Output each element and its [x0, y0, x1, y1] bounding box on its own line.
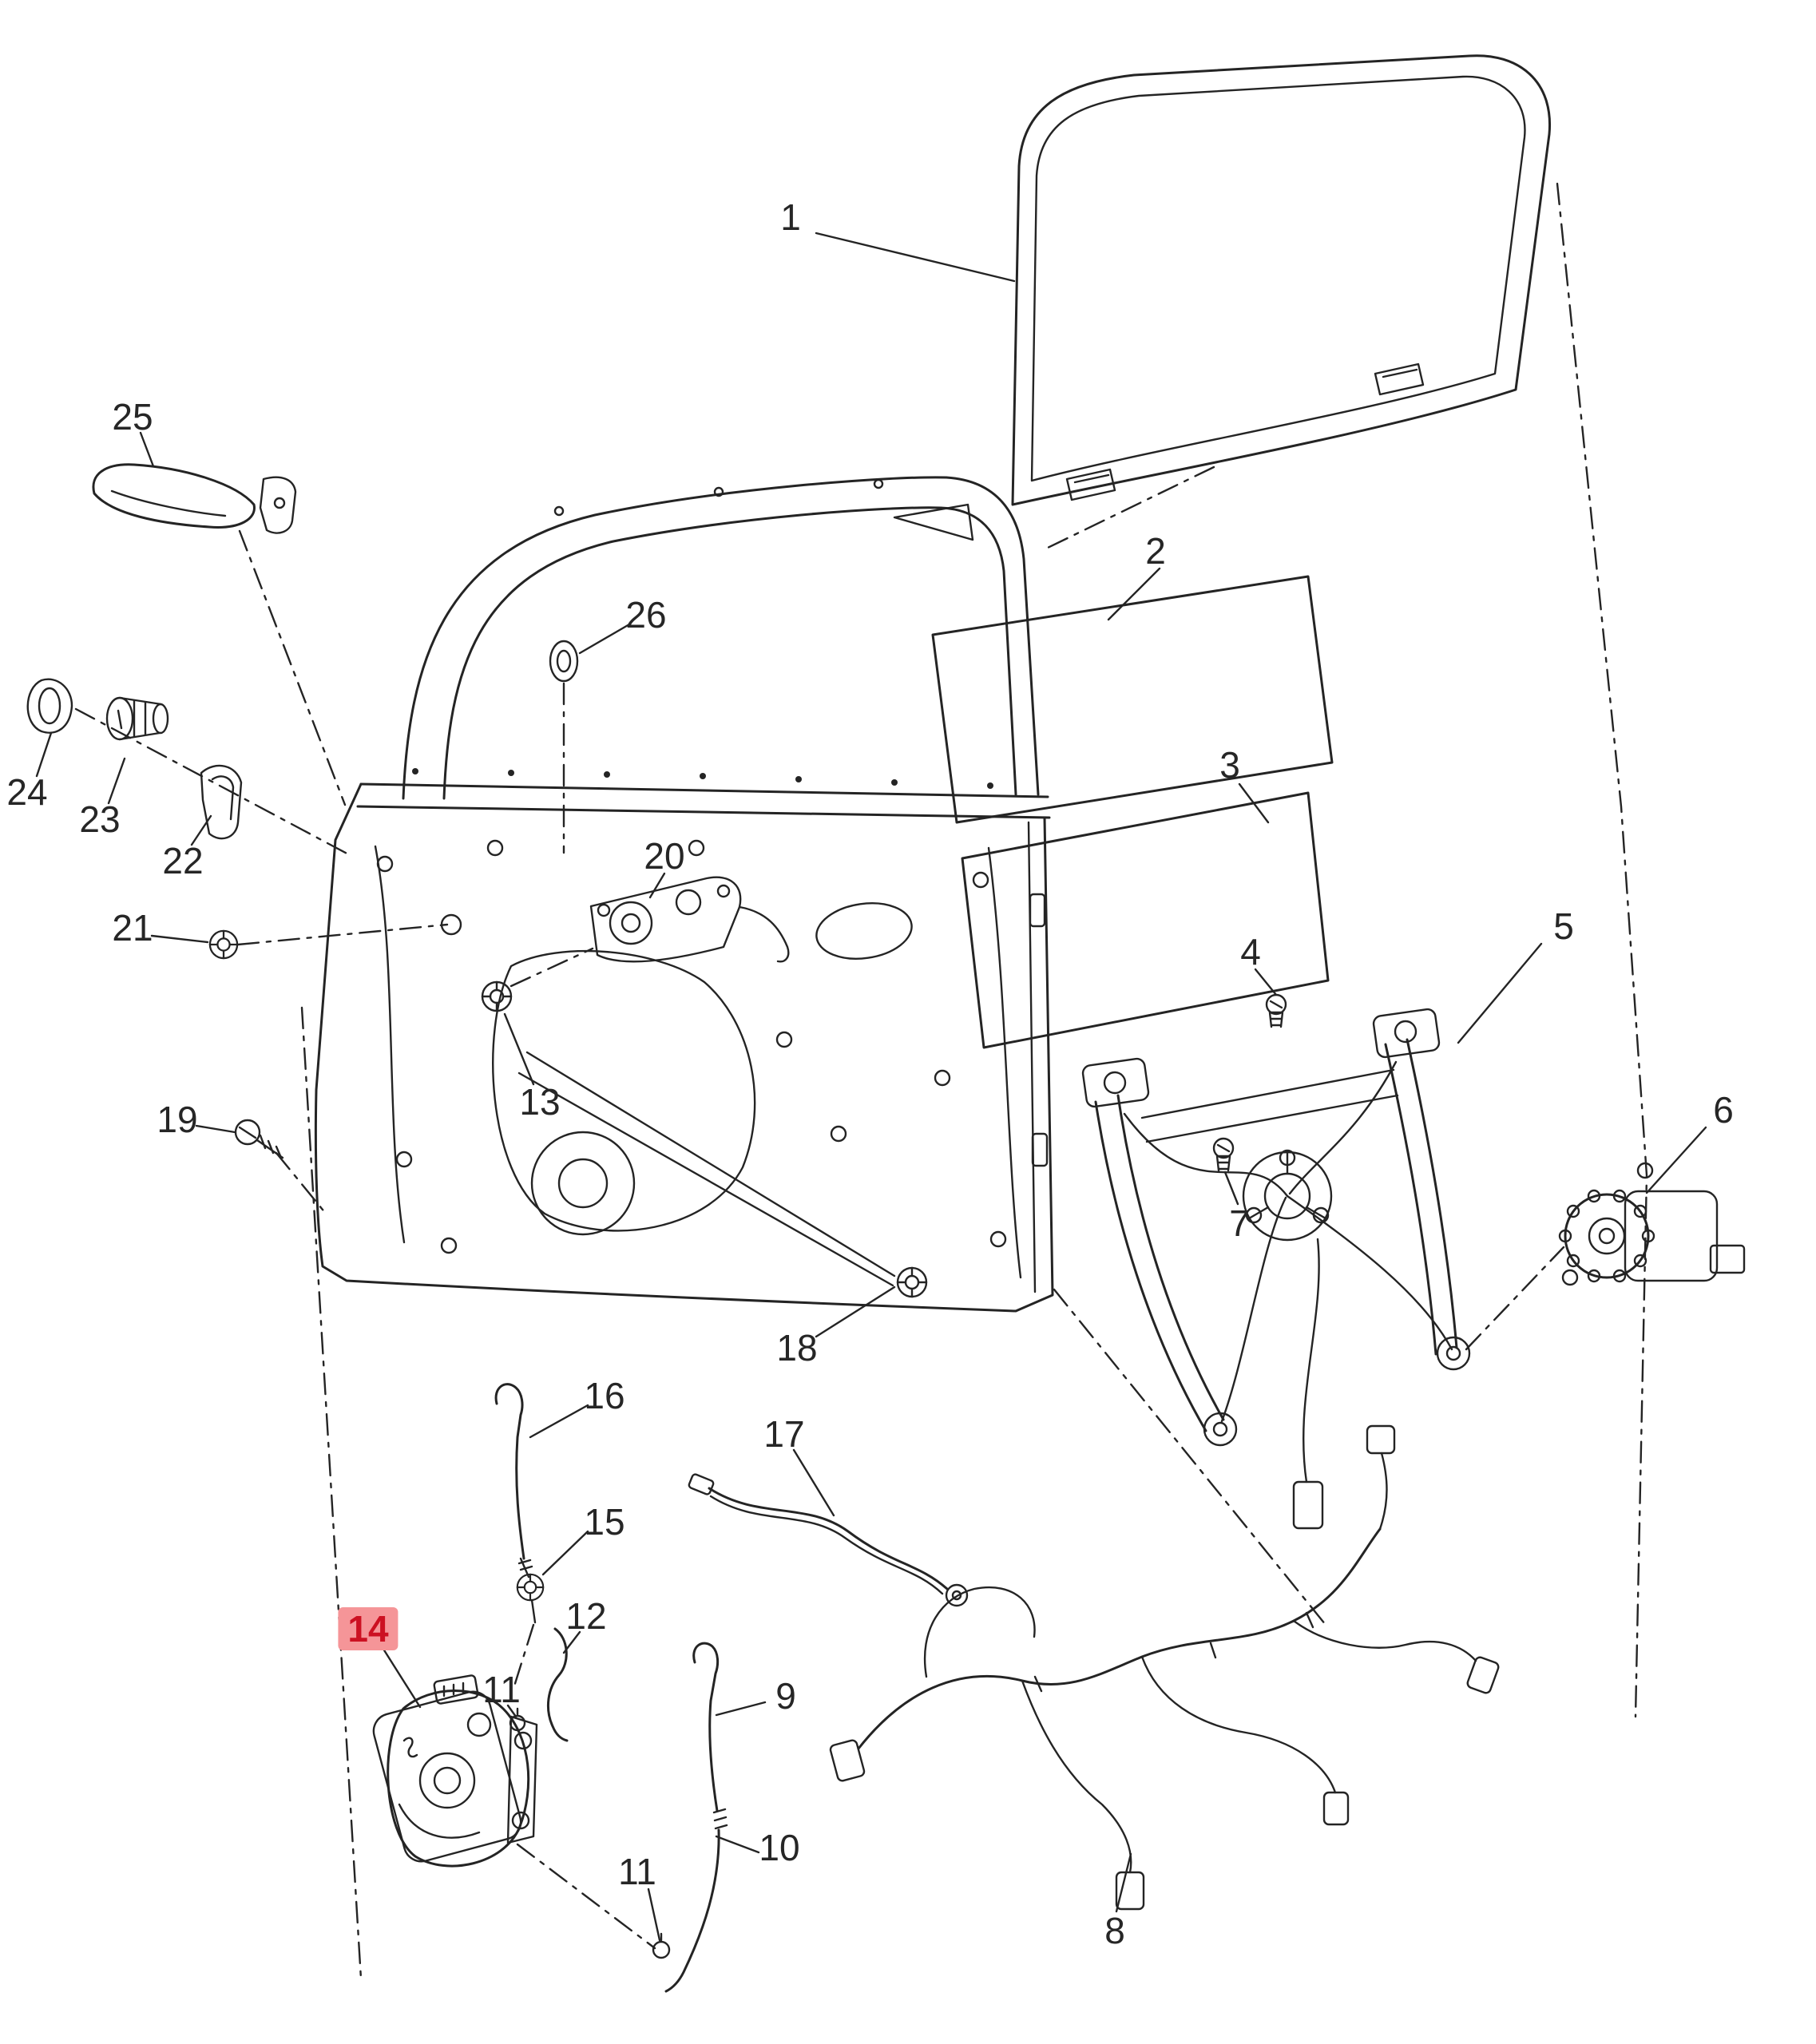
callout-23[interactable]: 23 [79, 798, 121, 840]
callout-15[interactable]: 15 [584, 1501, 625, 1543]
callout-26[interactable]: 26 [625, 594, 667, 636]
inner-latch-bracket [589, 876, 790, 963]
plug-26 [549, 640, 579, 683]
callout-1[interactable]: 1 [780, 196, 801, 238]
window-regulator [1081, 1008, 1471, 1530]
callout-11a[interactable]: 11 [482, 1669, 521, 1710]
callout-13[interactable]: 13 [519, 1081, 561, 1123]
callout-2[interactable]: 2 [1145, 530, 1166, 572]
callout-17[interactable]: 17 [763, 1413, 805, 1455]
callout-12[interactable]: 12 [565, 1595, 607, 1637]
callout-9[interactable]: 9 [775, 1675, 796, 1717]
callout-18[interactable]: 18 [776, 1327, 818, 1369]
door-panel [314, 476, 1054, 1313]
callout-20[interactable]: 20 [644, 835, 685, 877]
rod-clip-11b [652, 1932, 671, 1959]
callout-7[interactable]: 7 [1229, 1202, 1250, 1244]
exterior-door-handle [92, 463, 297, 534]
lock-rod-9 [692, 1642, 720, 1812]
callout-8[interactable]: 8 [1104, 1910, 1125, 1951]
lock-cable [688, 1473, 969, 1607]
callout-24[interactable]: 24 [6, 771, 48, 813]
callout-25[interactable]: 25 [112, 396, 153, 438]
callout-10[interactable]: 10 [759, 1827, 800, 1868]
assembly-lines [74, 182, 1648, 1980]
callout-19[interactable]: 19 [157, 1099, 198, 1140]
callout-21[interactable]: 21 [112, 907, 153, 949]
callout-22[interactable]: 22 [162, 840, 204, 881]
callout-3[interactable]: 3 [1219, 744, 1240, 786]
callout-16[interactable]: 16 [584, 1375, 625, 1416]
water-deflector-upper [931, 575, 1334, 824]
window-motor [1558, 1162, 1746, 1286]
lock-cylinder [105, 696, 169, 741]
lock-rod-16 [494, 1383, 533, 1579]
callout-14[interactable]: 14 [338, 1607, 398, 1650]
callout-11b[interactable]: 11 [618, 1851, 656, 1892]
lock-cylinder-cap [26, 678, 73, 734]
rod-grommet-15 [516, 1573, 545, 1624]
lock-rod-10 [664, 1808, 728, 1993]
handle-gasket [200, 764, 243, 840]
door-glass [1011, 54, 1552, 506]
leader-lines [35, 232, 1707, 1942]
water-deflector-lower [961, 791, 1330, 1049]
wiring-harness [829, 1424, 1500, 1911]
callout-5[interactable]: 5 [1553, 905, 1574, 947]
callout-6[interactable]: 6 [1713, 1089, 1734, 1131]
door-lock-assembly [372, 1674, 538, 1868]
callout-4[interactable]: 4 [1240, 931, 1261, 972]
